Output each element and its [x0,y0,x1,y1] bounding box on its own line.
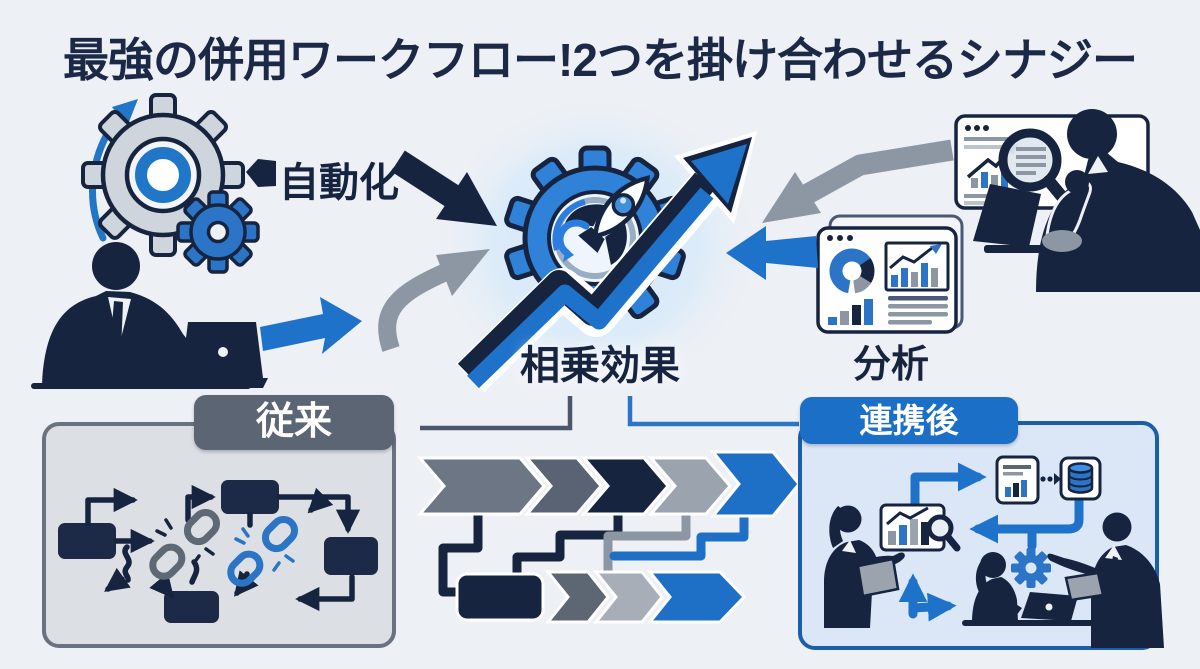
arrow-operator-to-hub [260,297,362,354]
after-tab: 連携後 [800,397,1018,444]
mini-bars-icon [828,299,873,325]
broken-chain-flowchart-icon [58,480,378,623]
dotted-arrow-icon [1040,473,1061,485]
chart-screen-icon [879,503,961,552]
automation-marker [246,159,276,187]
rocket-flame-swoosh [556,219,590,257]
analytics-dashboard-icon [816,214,964,334]
businesswoman-tablet-silhouette [824,505,905,628]
desk-line [31,383,251,389]
broken-chain-blue-icon [227,515,299,587]
magnifying-glass-icon [998,128,1074,210]
donut-chart-icon [829,248,875,294]
growth-arrow [456,131,757,393]
dual-gears-icon [81,93,260,274]
synergy-label: 相乗効果 [520,344,680,388]
automation-label: 自動化 [279,161,399,205]
arrow-analysis-to-hub [726,226,818,280]
analysis-label: 分析 [852,344,929,386]
broken-chain-gray-icon [149,508,221,580]
text-lines-icon [888,296,948,325]
arrow-curved-gray-to-hub [378,249,490,352]
gear-rocket-growth-arrow-icon [456,131,757,393]
arrow-automation-to-hub [391,150,497,226]
gear-icon [1011,548,1051,588]
seated-woman-laptop-silhouette [962,552,1094,626]
arrow-analyst-to-hub [762,139,954,223]
team-collaboration-workflow-icon [824,455,1164,648]
rocket-flame-tip [563,248,574,262]
businessman-at-laptop-silhouette [31,242,268,389]
before-panel [42,422,396,648]
database-cylinder-icon [1059,456,1102,501]
page-title: 最強の併用ワークフロー!2つを掛け合わせるシナジー [63,34,1138,86]
analyst-silhouette [973,109,1200,292]
chevron-process-flow-icon [416,450,801,624]
businessman-gesturing-silhouette [1047,512,1164,648]
laptop-icon [973,184,1110,253]
businessman-magnifier-thinking [954,109,1200,292]
split-connector-lines [420,396,799,431]
report-card-icon [995,455,1040,505]
after-panel [798,421,1164,650]
trend-chart-icon [884,241,950,292]
before-tab: 従来 [194,395,394,450]
